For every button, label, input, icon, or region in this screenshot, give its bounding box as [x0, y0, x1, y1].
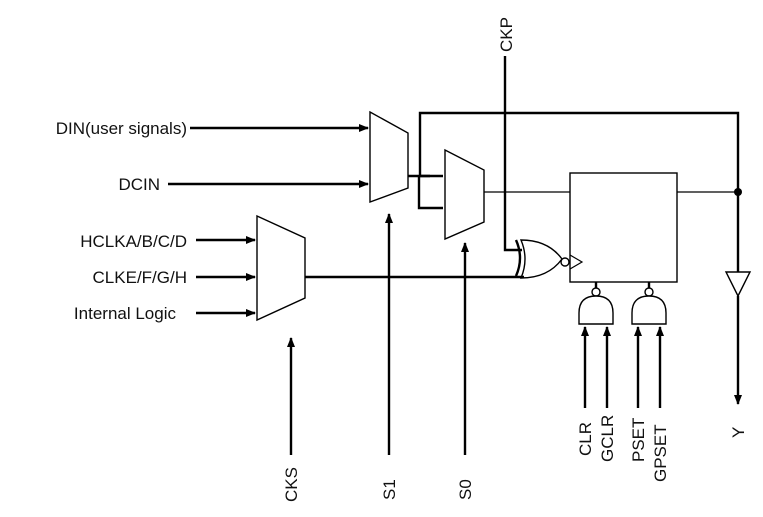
- pset-label: PSET: [629, 418, 648, 462]
- data-mux-2: [444, 148, 485, 241]
- clr-label: CLR: [576, 422, 595, 456]
- s0-label: S0: [456, 479, 475, 500]
- pset-nand-gate: [631, 295, 667, 325]
- pset-inversion-bubble: [644, 287, 654, 297]
- clr-inversion-bubble: [591, 287, 601, 297]
- internal-logic-label: Internal Logic: [74, 304, 177, 323]
- flip-flop: [569, 172, 678, 283]
- clock-mux: [256, 214, 306, 322]
- data-mux-1: [369, 110, 409, 204]
- xor-gate: [519, 239, 563, 279]
- din-label: DIN(user signals): [56, 119, 187, 138]
- s1-label: S1: [380, 479, 399, 500]
- clke-label: CLKE/F/G/H: [93, 268, 187, 287]
- clock-edge-marker: [569, 254, 584, 270]
- xor-inversion-bubble: [560, 257, 570, 267]
- cks-label: CKS: [282, 467, 301, 502]
- feedback-wire: [418, 111, 740, 192]
- y-label: Y: [729, 427, 748, 438]
- dcin-label: DCIN: [118, 175, 160, 194]
- ckp-wire: [503, 56, 522, 252]
- xor-gate-input-arc: [514, 239, 522, 277]
- mux1-to-mux2-wire-b: [417, 176, 443, 210]
- ckp-label: CKP: [497, 17, 516, 52]
- clr-nand-gate: [578, 295, 614, 325]
- output-buffer: [724, 271, 752, 298]
- hclka-label: HCLKA/B/C/D: [80, 232, 187, 251]
- gpset-label: GPSET: [651, 424, 670, 482]
- gclr-label: GCLR: [598, 415, 617, 462]
